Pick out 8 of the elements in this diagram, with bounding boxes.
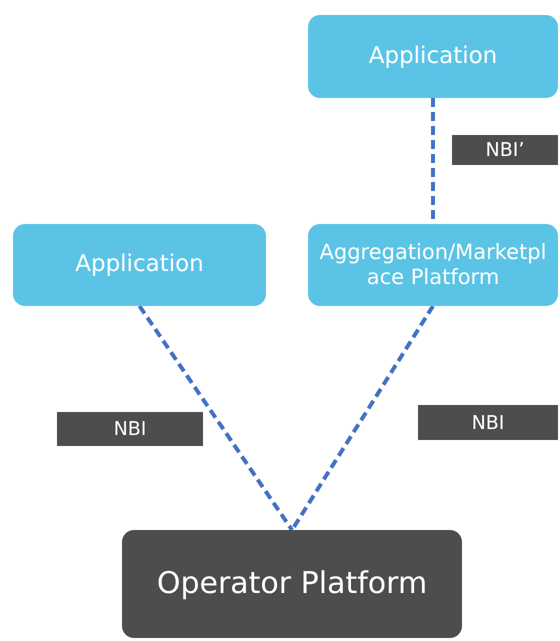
platform-box: Aggregation/Marketplace Platform [308,224,558,306]
app-box: Application [308,15,558,98]
interface-tag: NBI’ [452,135,558,165]
dashed-connector [138,304,294,532]
interface-tag: NBI [57,412,203,446]
app-box: Application [13,224,266,306]
platform-box: Operator Platform [122,530,462,638]
interface-tag: NBI [418,405,558,440]
